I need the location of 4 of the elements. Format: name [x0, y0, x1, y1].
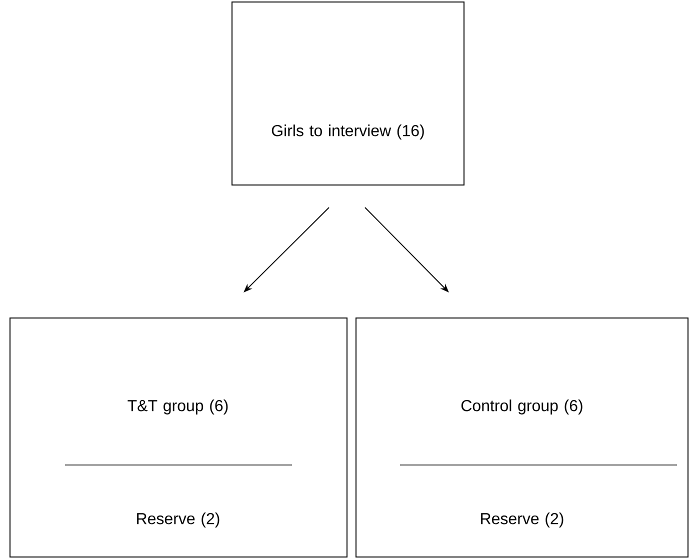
process-box: Girls to interview (16) — [232, 2, 464, 186]
arrow — [244, 207, 330, 292]
process-box: Control group (6) Reserve (2) — [356, 318, 688, 558]
process-box: T&T group (6) Reserve (2) — [10, 318, 348, 558]
